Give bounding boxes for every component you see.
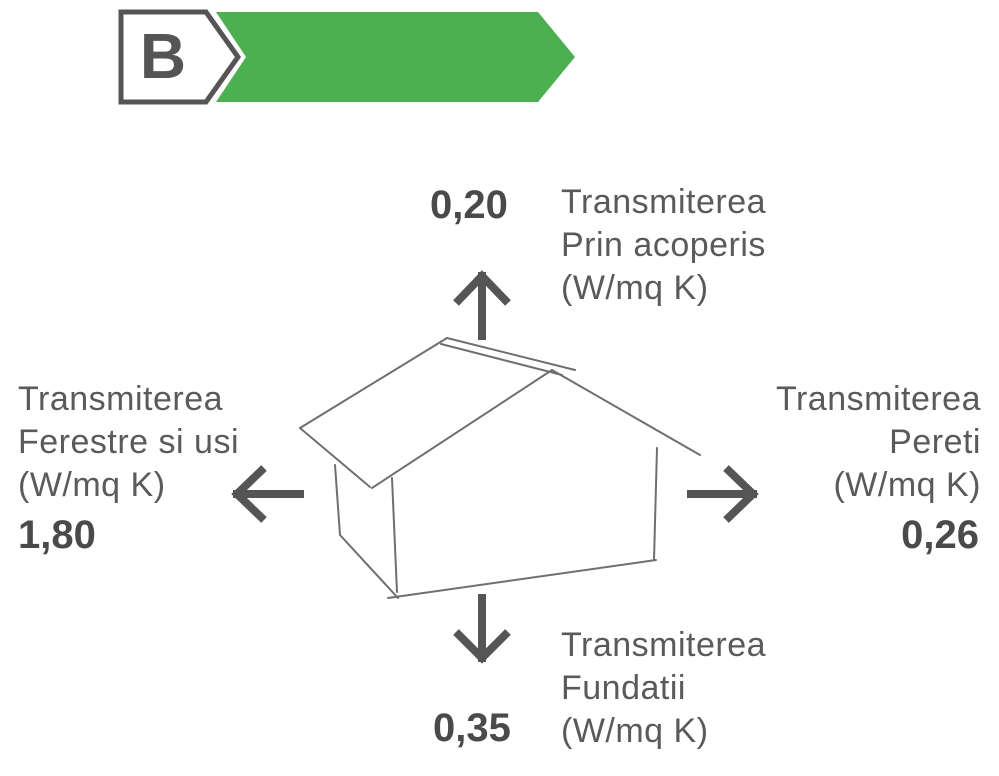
walls-label: Transmiterea Pereti (W/mq K)	[776, 378, 981, 507]
walls-label-line3: (W/mq K)	[833, 466, 981, 504]
arrow-left-icon	[231, 465, 304, 523]
roof-label: Transmiterea Prin acoperis (W/mq K)	[561, 181, 766, 310]
foundation-label-line3: (W/mq K)	[561, 712, 709, 750]
windows-value: 1,80	[18, 513, 96, 557]
windows-label: Transmiterea Ferestre si usi (W/mq K)	[18, 378, 239, 507]
walls-label-line1: Transmiterea	[775, 380, 981, 418]
walls-label-line2: Pereti	[889, 423, 981, 461]
arrow-down-icon	[453, 594, 511, 664]
walls-value: 0,26	[901, 513, 979, 557]
arrow-up-icon	[453, 270, 511, 340]
roof-label-line1: Transmiterea	[561, 183, 767, 221]
house-sketch	[299, 337, 701, 599]
arrow-right-icon	[687, 465, 759, 523]
foundation-label-line1: Transmiterea	[561, 626, 767, 664]
windows-label-line3: (W/mq K)	[18, 466, 166, 504]
rating-letter-box	[118, 9, 242, 105]
windows-label-line2: Ferestre si usi	[18, 423, 239, 461]
foundation-label-line2: Fundatii	[561, 669, 686, 707]
roof-value: 0,20	[430, 183, 508, 227]
rating-green-bar	[216, 12, 575, 102]
windows-label-line1: Transmiterea	[18, 380, 224, 418]
rating-letter: B	[140, 20, 186, 92]
foundation-label: Transmiterea Fundatii (W/mq K)	[561, 624, 766, 753]
roof-label-line3: (W/mq K)	[561, 269, 709, 307]
foundation-value: 0,35	[433, 706, 511, 750]
roof-label-line2: Prin acoperis	[561, 226, 766, 264]
